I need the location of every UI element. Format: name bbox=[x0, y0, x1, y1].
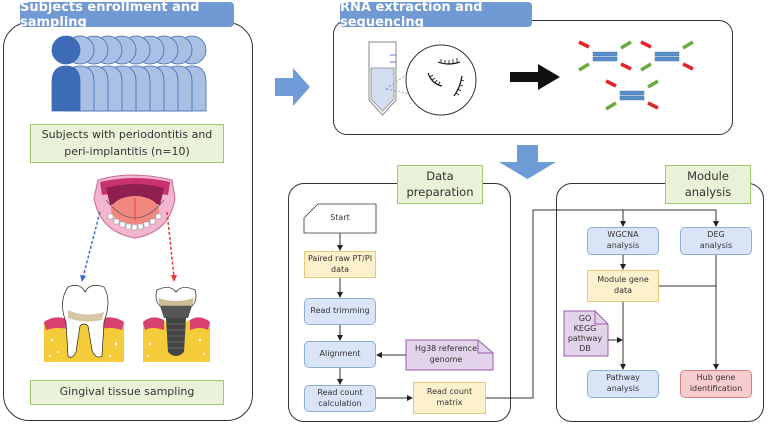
go-line2: KEGG bbox=[573, 323, 597, 333]
hub-line2: identification bbox=[689, 384, 743, 393]
paired-raw-data-node: Paired raw PT/PI data bbox=[304, 251, 376, 278]
read-count-matrix-line2: matrix bbox=[436, 398, 463, 407]
rna-title: RNA extraction and sequencing bbox=[340, 0, 532, 30]
go-line4: DB bbox=[579, 343, 591, 353]
enrollment-title: Subjects enrollment and sampling bbox=[20, 0, 234, 30]
rna-panel bbox=[333, 20, 733, 135]
subjects-label-line1: Subjects with periodontitis and bbox=[41, 128, 213, 141]
deg-line1: DEG bbox=[707, 230, 725, 240]
module-gene-line1: Module gene bbox=[597, 275, 649, 285]
subjects-label-box: Subjects with periodontitis and peri-imp… bbox=[30, 124, 224, 163]
wgcna-analysis-node: WGCNA analysis bbox=[587, 227, 659, 255]
read-count-calculation-node: Read count calculation bbox=[304, 385, 376, 412]
hub-line1: Hub gene bbox=[696, 373, 736, 383]
subjects-label-line2: peri-implantitis (n=10) bbox=[64, 144, 190, 158]
enrollment-panel bbox=[3, 22, 253, 421]
sampling-label-box: Gingival tissue sampling bbox=[30, 380, 224, 405]
hg38-reference-genome-node: Hg38 reference genome bbox=[406, 340, 486, 370]
paired-raw-line1: Paired raw PT/PI bbox=[307, 253, 373, 263]
wgcna-line2: analysis bbox=[606, 241, 640, 250]
go-line3: pathway bbox=[567, 333, 603, 343]
deg-analysis-node: DEG analysis bbox=[680, 227, 752, 255]
go-kegg-pathway-db-node: GO KEGG pathway DB bbox=[564, 311, 606, 356]
data-preparation-title: Data preparation bbox=[397, 165, 483, 204]
go-line1: GO bbox=[578, 313, 592, 323]
wgcna-line1: WGCNA bbox=[607, 230, 639, 240]
data-preparation-title-line2: preparation bbox=[406, 184, 474, 199]
start-node: Start bbox=[330, 213, 350, 223]
hg38-line1: Hg38 reference bbox=[414, 344, 477, 354]
alignment-node: Alignment bbox=[304, 341, 376, 368]
module-analysis-title: Module analysis bbox=[665, 165, 751, 204]
hg38-line2: genome bbox=[429, 355, 463, 364]
module-analysis-title-line1: Module bbox=[687, 168, 729, 183]
module-analysis-title-line2: analysis bbox=[684, 184, 732, 199]
pathway-line2: analysis bbox=[606, 384, 640, 393]
paired-raw-line2: data bbox=[330, 264, 350, 274]
read-count-calc-line2: calculation bbox=[318, 398, 362, 408]
read-count-matrix-node: Read count matrix bbox=[413, 382, 486, 414]
module-gene-data-node: Module gene data bbox=[587, 270, 659, 302]
module-gene-line2: data bbox=[613, 286, 633, 295]
pathway-analysis-node: Pathway analysis bbox=[587, 370, 659, 398]
read-count-calc-line1: Read count bbox=[317, 387, 363, 397]
read-count-matrix-line1: Read count bbox=[426, 387, 473, 397]
deg-line2: analysis bbox=[699, 241, 733, 250]
read-trimming-node: Read trimming bbox=[304, 298, 376, 325]
data-preparation-title-line1: Data bbox=[426, 168, 454, 183]
hub-gene-identification-node: Hub gene identification bbox=[680, 370, 752, 398]
pathway-line1: Pathway bbox=[606, 373, 640, 383]
